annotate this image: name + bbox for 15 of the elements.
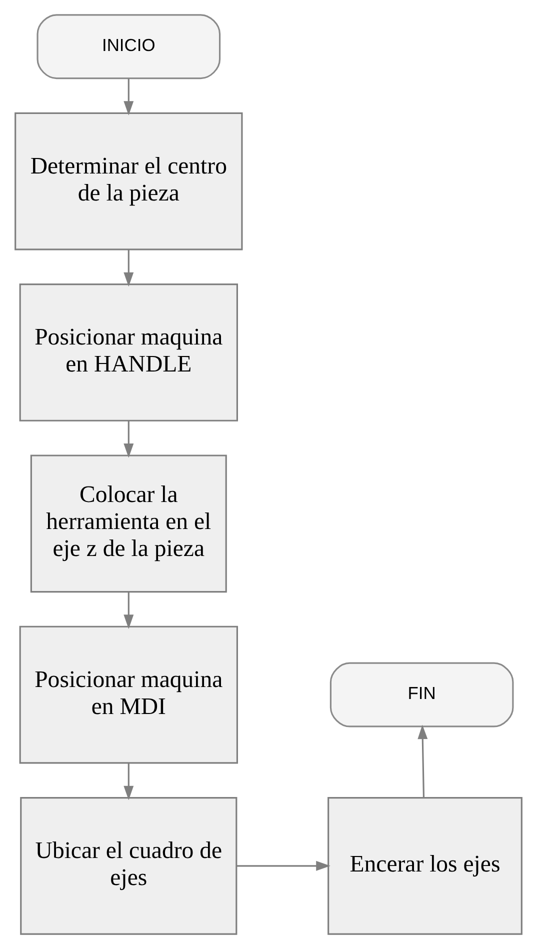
node-box: Colocar la herramienta en el eje z de la pieza (30, 454, 227, 593)
node-box: Encerar los ejes (328, 797, 522, 935)
node-box: INICIO (36, 14, 221, 80)
arrow (124, 420, 134, 458)
node-box: FIN (330, 662, 514, 728)
node-box: Posicionar maquina en MDI (19, 626, 238, 764)
node-box: Determinar el centro de la pieza (14, 112, 243, 250)
arrow (236, 860, 330, 871)
arrow (124, 763, 134, 800)
node-box: Ubicar el cuadro de ejes (20, 797, 238, 935)
arrow (124, 592, 134, 629)
arrow (124, 78, 134, 116)
arrow (418, 724, 428, 798)
node-box: Posicionar maquina en HANDLE (19, 284, 238, 422)
arrow (124, 250, 134, 287)
